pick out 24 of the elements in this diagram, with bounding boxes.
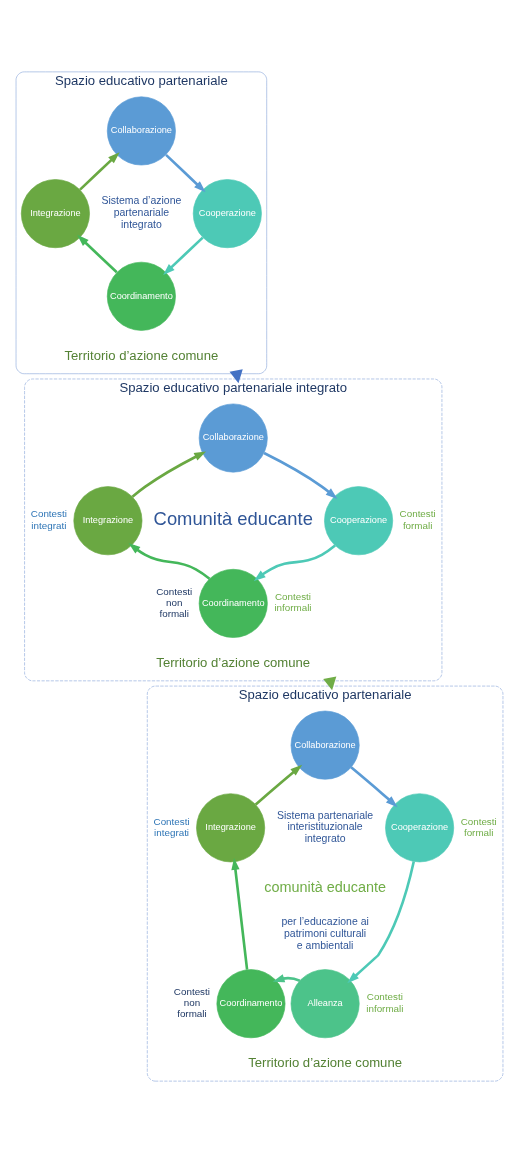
node-label: Contesti informali bbox=[274, 590, 312, 613]
arrow bbox=[323, 675, 337, 690]
node-label: Contesti formali bbox=[399, 507, 436, 531]
arrow bbox=[231, 857, 249, 970]
arrow bbox=[77, 234, 118, 273]
arrow bbox=[272, 973, 301, 982]
arrow bbox=[79, 151, 120, 191]
arrow bbox=[165, 153, 206, 192]
node-label: Contesti informali bbox=[366, 990, 404, 1014]
arrow bbox=[263, 451, 338, 499]
arrow bbox=[163, 236, 204, 275]
node-label: Contesti integrati bbox=[153, 815, 190, 838]
node-circle: Integrazione bbox=[196, 792, 266, 862]
node-label: Contesti non formali bbox=[173, 985, 210, 1019]
arrow bbox=[128, 542, 211, 580]
arrow bbox=[350, 765, 398, 807]
node-circle: Collaborazione bbox=[198, 403, 268, 472]
arrow bbox=[131, 450, 207, 498]
arrow bbox=[254, 764, 303, 806]
node-label: Contesti formali bbox=[460, 815, 497, 838]
arrow bbox=[347, 860, 416, 983]
node-label: Contesti integrati bbox=[30, 507, 67, 531]
arrow bbox=[253, 544, 336, 581]
node-label: Contesti non formali bbox=[156, 585, 193, 619]
